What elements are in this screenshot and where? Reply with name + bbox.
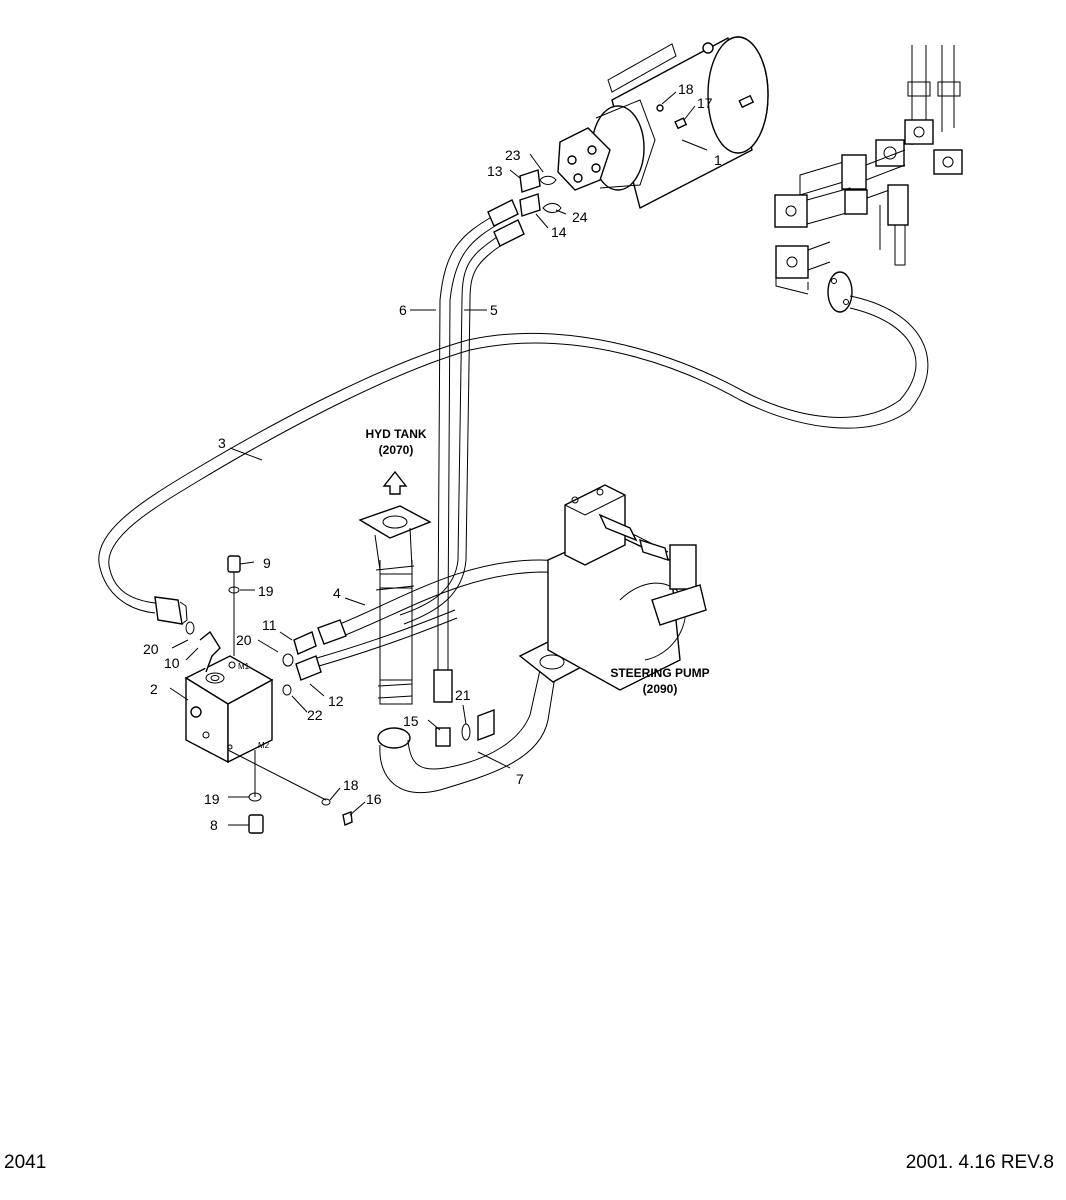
label-part-6: 6 bbox=[399, 302, 407, 318]
fittings-15-21 bbox=[435, 708, 495, 747]
label-part-18-top: 18 bbox=[678, 81, 694, 97]
label-part-19-bottom: 19 bbox=[204, 791, 220, 807]
label-part-3: 3 bbox=[218, 435, 226, 451]
label-part-2: 2 bbox=[150, 681, 158, 697]
label-part-13: 13 bbox=[487, 163, 503, 179]
label-part-9: 9 bbox=[263, 555, 271, 571]
label-part-24: 24 bbox=[572, 209, 588, 225]
label-part-19-top: 19 bbox=[258, 583, 274, 599]
label-part-1: 1 bbox=[714, 152, 722, 168]
label-part-14: 14 bbox=[551, 224, 567, 240]
revision-date: 2001. 4.16 REV.8 bbox=[905, 1152, 1054, 1173]
label-part-20-right: 20 bbox=[236, 632, 252, 648]
label-part-16: 16 bbox=[366, 791, 382, 807]
manifold-block bbox=[184, 169, 562, 834]
steering-pump-label: STEERING PUMP bbox=[610, 666, 709, 680]
port-m1: M1 bbox=[238, 662, 250, 671]
hose-3 bbox=[98, 295, 929, 625]
steering-pump bbox=[547, 484, 707, 691]
label-part-15: 15 bbox=[403, 713, 419, 729]
label-part-5: 5 bbox=[490, 302, 498, 318]
tank-return-pipe bbox=[358, 505, 432, 705]
hyd-tank-ref: (2070) bbox=[379, 443, 414, 457]
label-part-17: 17 bbox=[697, 95, 713, 111]
hoses-5-6 bbox=[399, 199, 525, 703]
steering-pump-ref: (2090) bbox=[643, 682, 678, 696]
label-part-4: 4 bbox=[333, 585, 341, 601]
leader-lines bbox=[169, 91, 708, 826]
label-part-21: 21 bbox=[455, 687, 471, 703]
hyd-tank-label: HYD TANK bbox=[365, 427, 426, 441]
label-part-10: 10 bbox=[164, 655, 180, 671]
port-m2: M2 bbox=[258, 741, 270, 750]
label-part-7: 7 bbox=[516, 771, 524, 787]
page-code: 2041 bbox=[4, 1152, 47, 1173]
label-part-18-bottom: 18 bbox=[343, 777, 359, 793]
steering-unit bbox=[557, 36, 769, 209]
label-part-11: 11 bbox=[262, 617, 277, 633]
arrow-up-icon bbox=[382, 470, 408, 495]
label-part-23: 23 bbox=[505, 147, 521, 163]
label-part-20-left: 20 bbox=[143, 641, 159, 657]
label-part-12: 12 bbox=[328, 693, 344, 709]
label-part-8: 8 bbox=[210, 817, 218, 833]
valve-bank bbox=[774, 45, 963, 313]
label-part-22: 22 bbox=[307, 707, 323, 723]
